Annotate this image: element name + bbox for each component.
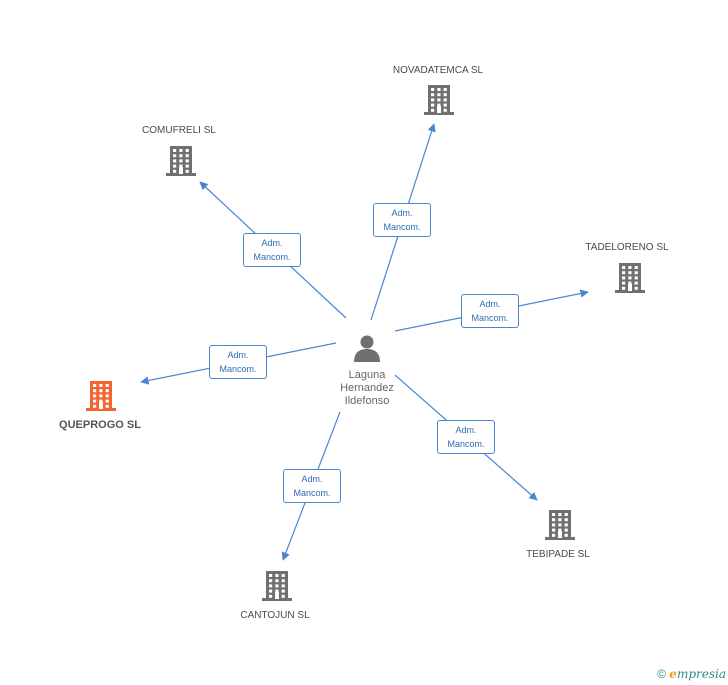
relation-badge-novadatemca[interactable]: Adm. Mancom.: [373, 203, 431, 237]
company-label-novadatemca[interactable]: NOVADATEMCA SL: [392, 65, 484, 76]
brand-initial: e: [669, 667, 677, 681]
relation-line2: Mancom.: [447, 439, 485, 449]
building-icon[interactable]: [166, 146, 196, 176]
relation-line2: Mancom.: [471, 313, 509, 323]
relation-line1: Adm.: [261, 238, 283, 248]
company-label-tadeloreno[interactable]: TADELORENO SL: [585, 242, 669, 253]
person-name-line2: Hernandez: [340, 382, 394, 394]
building-icon[interactable]: [615, 263, 645, 293]
company-label-tebipade[interactable]: TEBIPADE SL: [526, 549, 590, 560]
relation-line1: Adm.: [301, 474, 323, 484]
relation-badge-comufreli[interactable]: Adm. Mancom.: [243, 233, 301, 267]
person-name-line1: Laguna: [348, 369, 386, 381]
brand-name: mpresia: [676, 667, 726, 681]
footer-brand: © empresia: [657, 667, 726, 681]
relation-line1: Adm.: [455, 425, 477, 435]
company-label-cantojun[interactable]: CANTOJUN SL: [240, 610, 310, 621]
company-label-comufreli[interactable]: COMUFRELI SL: [142, 125, 216, 136]
relation-line2: Mancom.: [253, 252, 291, 262]
person-name-line3: Ildefonso: [344, 395, 390, 407]
building-icon[interactable]: [262, 571, 292, 601]
relation-badge-tadeloreno[interactable]: Adm. Mancom.: [461, 294, 519, 328]
building-icon[interactable]: [424, 85, 454, 115]
relation-badge-cantojun[interactable]: Adm. Mancom.: [283, 469, 341, 503]
building-icon[interactable]: [86, 381, 116, 411]
relation-line1: Adm.: [391, 208, 413, 218]
relation-line2: Mancom.: [293, 488, 331, 498]
relation-line2: Mancom.: [383, 222, 421, 232]
relation-badge-tebipade[interactable]: Adm. Mancom.: [437, 420, 495, 454]
relation-line1: Adm.: [227, 350, 249, 360]
company-label-queprogo[interactable]: QUEPROGO SL: [59, 419, 141, 431]
building-icon[interactable]: [545, 510, 575, 540]
person-name: Laguna Hernandez Ildefonso: [340, 369, 394, 408]
relation-badge-queprogo[interactable]: Adm. Mancom.: [209, 345, 267, 379]
relation-line1: Adm.: [479, 299, 501, 309]
copyright-symbol: ©: [657, 667, 666, 681]
person-icon: [354, 335, 380, 362]
brand-logo: empresia: [669, 667, 726, 681]
relation-line2: Mancom.: [219, 364, 257, 374]
